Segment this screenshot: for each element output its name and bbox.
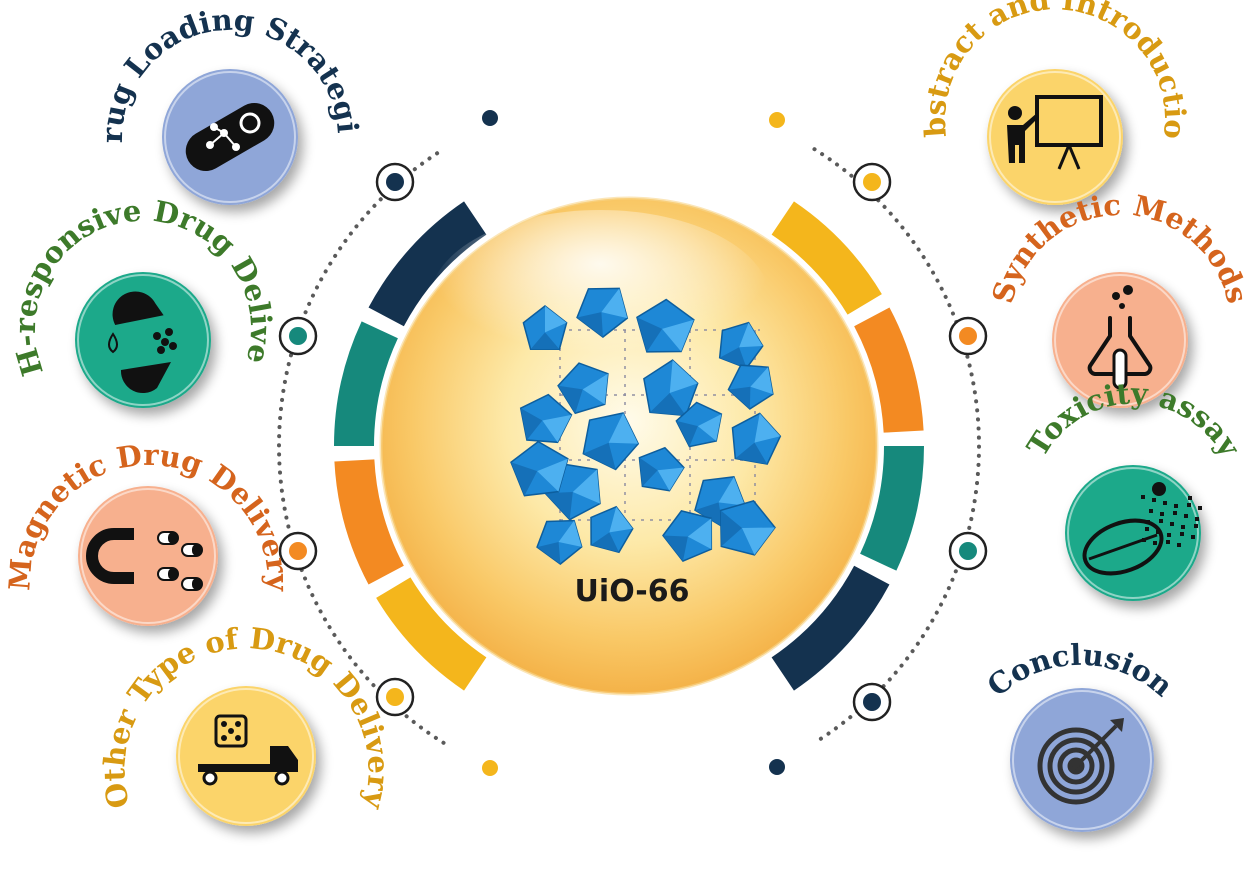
ring-segment-navy-left xyxy=(368,201,487,327)
mof-crystal-structure-icon xyxy=(510,287,782,565)
connector-node xyxy=(278,531,318,571)
ring-segment-teal-right xyxy=(860,446,924,571)
capsule-molecule-gear-icon xyxy=(185,103,275,171)
zr-cluster xyxy=(727,364,774,410)
arc-end-dot xyxy=(482,760,498,776)
ring-segment-orange-left xyxy=(334,459,404,585)
topic-bubble xyxy=(987,69,1123,205)
center-label: UiO-66 xyxy=(575,574,690,609)
ring-segment-gold-left xyxy=(376,577,487,691)
arc-end-dot xyxy=(482,110,498,126)
zr-cluster xyxy=(536,519,583,565)
topic-bubble xyxy=(1052,272,1188,408)
zr-cluster xyxy=(638,446,685,492)
dotted-connector-arcs xyxy=(276,147,982,745)
ring-segment-gold-right xyxy=(771,201,882,315)
topic-node: Toxicity assay xyxy=(1020,376,1246,601)
left-dotted-arc xyxy=(276,147,446,745)
right-dotted-arc xyxy=(812,147,982,745)
connector-nodes xyxy=(278,110,988,776)
ring-segment-orange-right xyxy=(854,307,924,433)
zr-cluster xyxy=(643,359,699,417)
zr-cluster xyxy=(718,321,764,369)
zr-cluster xyxy=(522,305,568,350)
topic-bubble xyxy=(1065,465,1201,601)
topic-node: Synthetic Methods xyxy=(985,188,1246,408)
topic-bubble xyxy=(78,486,218,626)
topic-bubble xyxy=(75,272,211,408)
zr-cluster xyxy=(662,510,713,562)
topic-node: Conclusion xyxy=(981,638,1179,832)
zr-cluster xyxy=(731,412,782,465)
zr-cluster xyxy=(582,412,640,471)
magnet-capsules-icon xyxy=(86,528,203,591)
topic-bubble xyxy=(176,686,316,826)
arc-end-dot xyxy=(769,759,785,775)
zr-cluster xyxy=(636,298,695,353)
zr-cluster xyxy=(519,393,573,444)
flask-icon xyxy=(1087,285,1153,390)
connector-node xyxy=(852,682,892,722)
dice-truck-icon xyxy=(198,714,298,786)
zr-cluster xyxy=(719,499,776,556)
ph-capsule-icon xyxy=(108,291,177,394)
connector-node xyxy=(852,162,892,202)
presenter-board-icon xyxy=(1007,95,1103,170)
target-arrow-icon xyxy=(1037,718,1124,805)
zr-cluster xyxy=(590,505,634,554)
ring-segments xyxy=(334,201,924,691)
zr-cluster xyxy=(675,401,723,448)
connector-node xyxy=(375,162,415,202)
connector-node xyxy=(948,316,988,356)
zr-cluster xyxy=(557,362,609,415)
zr-cluster xyxy=(510,440,569,497)
topic-label: Toxicity assay xyxy=(1020,376,1246,463)
arc-end-dot xyxy=(769,112,785,128)
topic-node: Other Type of Drug Delivery xyxy=(97,621,396,826)
connector-node xyxy=(375,677,415,717)
zr-cluster xyxy=(576,287,629,338)
connector-node xyxy=(278,316,318,356)
ring-segment-navy-right xyxy=(771,565,890,691)
topic-node: Magnetic Drug Delivery xyxy=(2,438,295,626)
pill-skull-icon xyxy=(1082,482,1202,576)
ring-segment-teal-left xyxy=(334,321,398,446)
connector-node xyxy=(948,531,988,571)
topic-node: Drug Loading Strategies xyxy=(0,0,365,205)
